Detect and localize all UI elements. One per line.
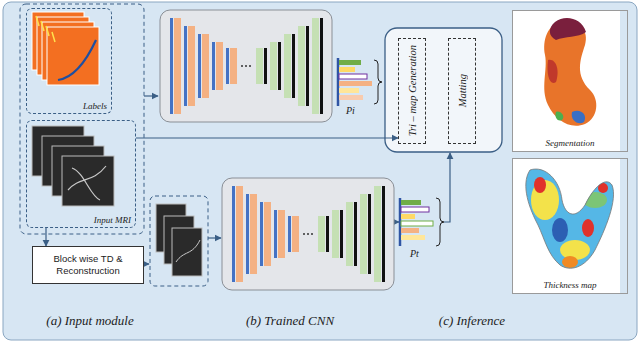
probability-bars — [339, 60, 361, 65]
thickness-map-image — [552, 218, 568, 242]
probability-bars — [374, 60, 382, 104]
label-stack-image — [58, 40, 96, 80]
thickness-map-image — [515, 160, 619, 275]
probability-bars — [400, 153, 450, 246]
thickness-map-image — [512, 158, 620, 294]
slice-stack-image — [172, 228, 202, 276]
background-panel — [3, 2, 637, 340]
probability-bars — [339, 74, 367, 79]
thickness-map-image — [515, 160, 619, 275]
node-text: Thickness map — [513, 280, 627, 290]
thickness-map-image — [562, 256, 578, 268]
inference-box — [385, 28, 502, 152]
segmentation-image — [547, 60, 557, 83]
segmentation-image — [512, 10, 620, 152]
node-text: Matting — [457, 74, 468, 107]
thickness-map-image — [583, 192, 607, 208]
probability-bars — [338, 58, 382, 106]
panel-caption: (a) Input module — [28, 313, 152, 329]
node-text: Input MRI — [94, 215, 131, 225]
node-text: Labels — [83, 101, 107, 111]
cnn-diagram — [222, 178, 394, 290]
thickness-map-image — [582, 219, 594, 237]
slice-stack-image — [176, 240, 200, 262]
node-text: Segmentation — [513, 138, 627, 148]
probability-bars — [339, 88, 359, 93]
probability-label: Pi — [346, 105, 355, 116]
probability-bars — [401, 214, 415, 219]
probability-bars — [339, 81, 372, 86]
node-text: Block wise TD & Reconstruction — [33, 253, 143, 277]
probability-bars — [401, 221, 433, 226]
process-box: Tri – map Generation — [398, 38, 426, 144]
probability-bars — [401, 200, 421, 205]
probability-bars — [401, 207, 429, 212]
probability-bars — [339, 95, 363, 100]
arrow — [144, 95, 158, 96]
thickness-map-image — [526, 169, 614, 268]
probability-bars — [401, 235, 425, 240]
slice-stack-image — [150, 196, 208, 286]
connector-arrow — [136, 137, 398, 138]
input-module-outline — [20, 4, 144, 234]
thickness-map-image — [534, 177, 546, 193]
probability-bars — [436, 198, 444, 246]
connector-arrow — [45, 228, 46, 246]
label-stack-image — [36, 16, 55, 42]
process-box: Matting — [448, 38, 476, 144]
segmentation-image — [550, 18, 586, 40]
thickness-map-image — [512, 158, 620, 294]
thickness-map-image — [560, 240, 590, 260]
mri-stack-image — [68, 166, 106, 200]
probability-bars — [337, 58, 340, 106]
image-panel: Thickness map — [512, 158, 628, 294]
panel-caption: (b) Trained CNN — [222, 313, 358, 329]
probability-bars — [339, 67, 355, 72]
arrow — [144, 263, 149, 264]
image-panel: Segmentation — [512, 10, 628, 152]
label-stack-image — [32, 12, 99, 85]
node-text: Tri – map Generation — [407, 45, 418, 136]
label-stack-image — [47, 27, 99, 85]
panel-caption: (c) Inference — [416, 313, 528, 329]
mri-stack-image — [62, 156, 114, 206]
cnn-diagram — [160, 10, 332, 122]
arrow — [394, 221, 399, 222]
arrow — [208, 237, 221, 238]
probability-bars — [444, 153, 450, 222]
probability-bars — [401, 228, 419, 233]
segmentation-image — [512, 10, 620, 152]
segmentation-image — [555, 112, 563, 121]
probability-label: Pt — [410, 248, 419, 259]
labels-box: Labels — [26, 8, 112, 114]
process-box: Block wise TD & Reconstruction — [32, 246, 144, 284]
mri-box: Input MRI — [26, 120, 136, 228]
slice-stack-image — [150, 196, 208, 286]
segmentation-image — [572, 111, 585, 124]
mri-stack-image — [32, 126, 114, 206]
